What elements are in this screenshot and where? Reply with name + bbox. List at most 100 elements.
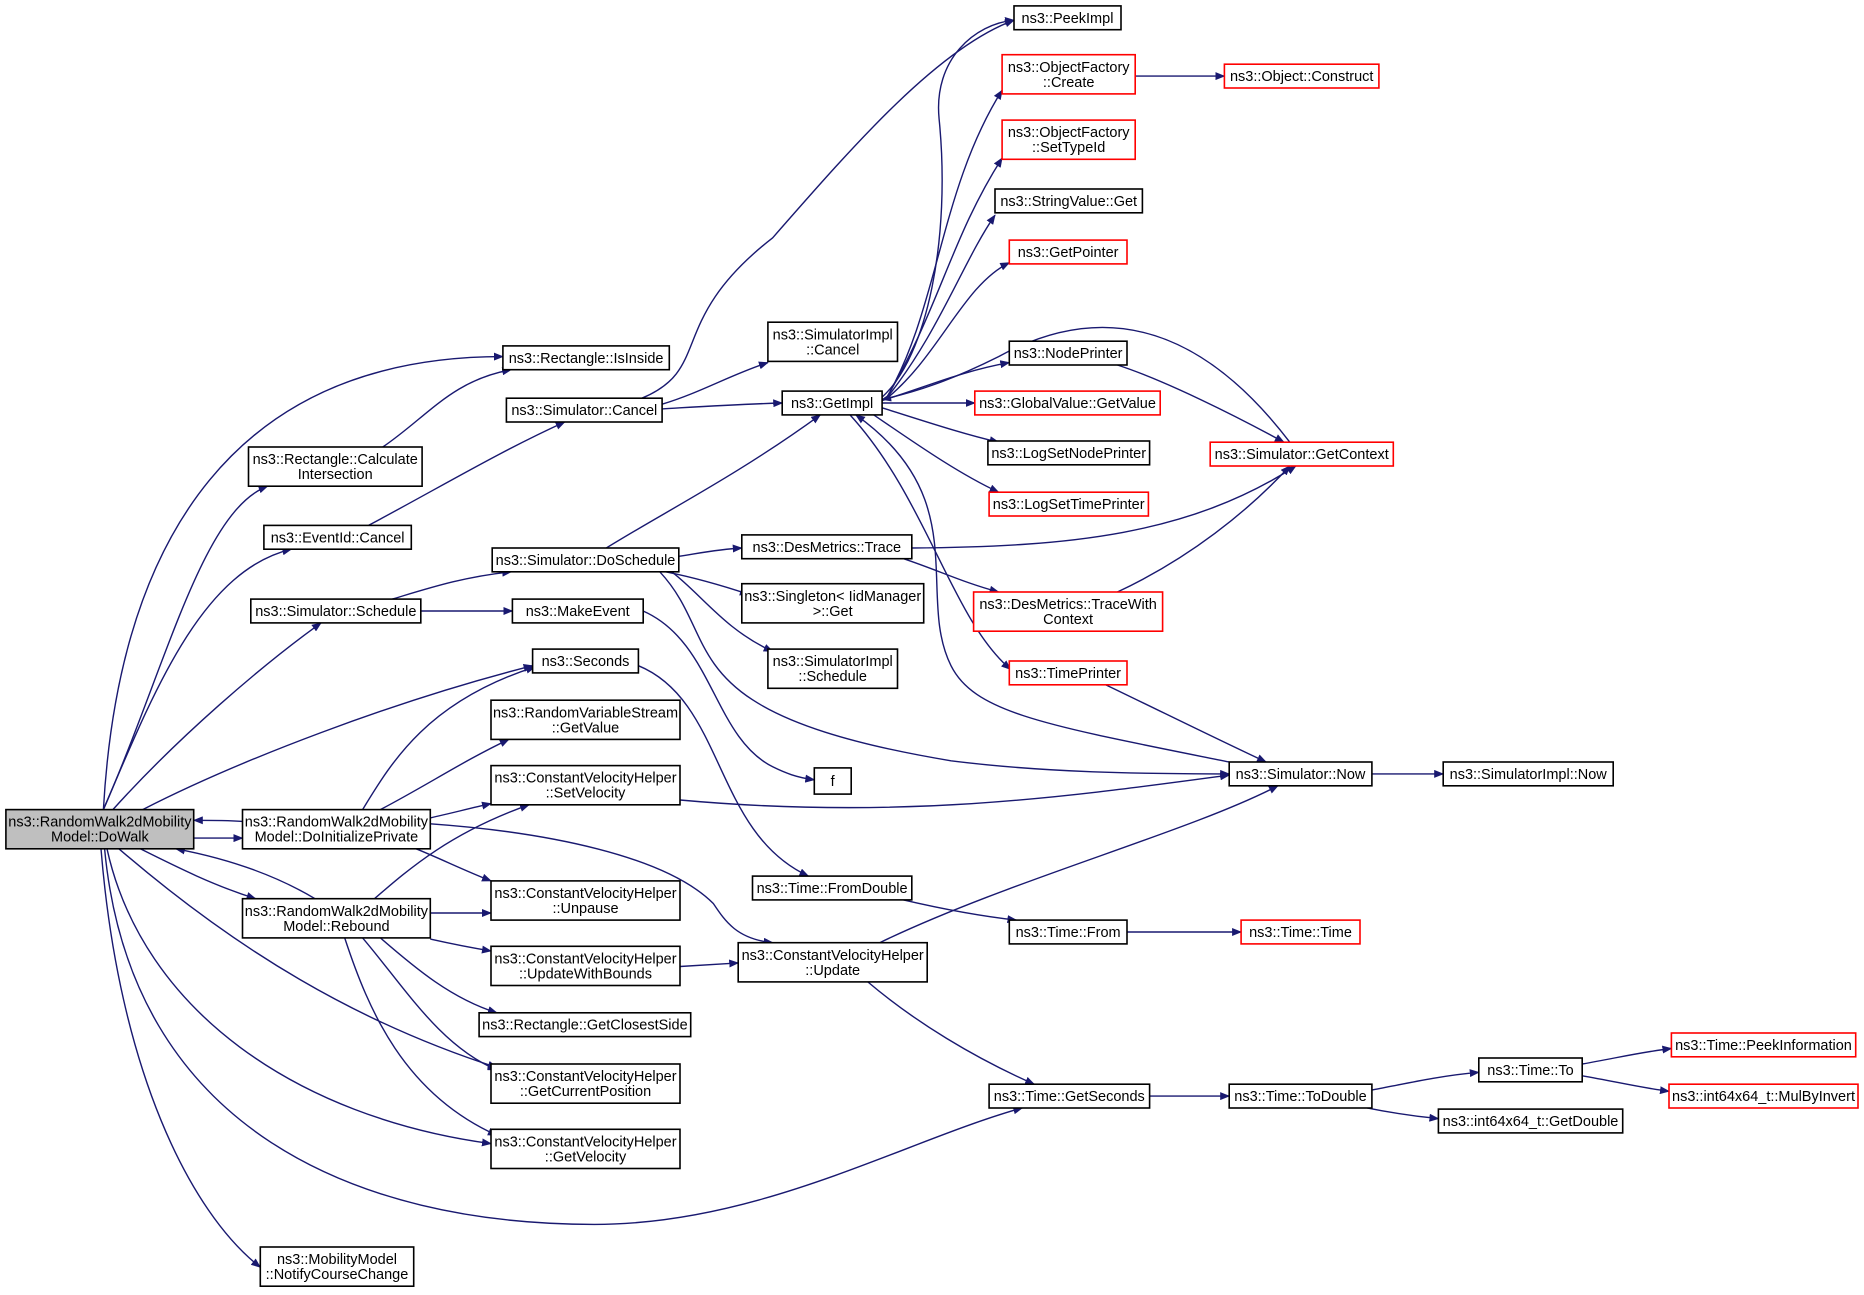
node-box[interactable] (1013, 5, 1122, 31)
node-doinit[interactable]: ns3::RandomWalk2dMobilityModel::DoInitia… (241, 808, 432, 850)
node-box[interactable] (1228, 1083, 1373, 1109)
node-getseconds[interactable]: ns3::Time::GetSeconds (988, 1083, 1151, 1109)
node-mulbyinvert[interactable]: ns3::int64x64_t::MulByInvert (1668, 1083, 1859, 1109)
node-box[interactable] (972, 591, 1164, 633)
node-box[interactable] (490, 945, 681, 987)
node-box[interactable] (1008, 239, 1128, 265)
node-peekimpl[interactable]: ns3::PeekImpl (1013, 5, 1122, 31)
node-timetime[interactable]: ns3::Time::Time (1240, 919, 1361, 945)
node-box[interactable] (751, 875, 913, 901)
node-box[interactable] (511, 598, 645, 624)
node-box[interactable] (531, 648, 640, 674)
node-box[interactable] (987, 440, 1151, 466)
node-getvel[interactable]: ns3::ConstantVelocityHelper::GetVelocity (490, 1128, 681, 1170)
node-simimplsched[interactable]: ns3::SimulatorImpl::Schedule (767, 648, 899, 690)
node-box[interactable] (1223, 63, 1380, 89)
node-ofcreate[interactable]: ns3::ObjectFactory::Create (1001, 53, 1136, 95)
node-simschedule[interactable]: ns3::Simulator::Schedule (250, 598, 422, 624)
node-box[interactable] (737, 941, 929, 983)
node-box[interactable] (1008, 919, 1128, 945)
node-isinside[interactable]: ns3::Rectangle::IsInside (502, 345, 671, 371)
node-cvhupdate[interactable]: ns3::ConstantVelocityHelper::Update (737, 941, 929, 983)
node-gvgetvalue[interactable]: ns3::GlobalValue::GetValue (973, 390, 1161, 416)
node-dosched[interactable]: ns3::Simulator::DoSchedule (491, 547, 680, 573)
node-box[interactable] (250, 598, 422, 624)
node-setvel[interactable]: ns3::ConstantVelocityHelper::SetVelocity (490, 764, 681, 806)
node-box[interactable] (247, 446, 423, 488)
node-box[interactable] (490, 699, 681, 741)
node-box[interactable] (740, 582, 925, 624)
node-box[interactable] (1001, 119, 1136, 161)
node-box[interactable] (490, 1063, 681, 1105)
node-notify[interactable]: ns3::MobilityModel::NotifyCourseChange (259, 1246, 415, 1288)
node-nodeprinter[interactable]: ns3::NodePrinter (1008, 340, 1128, 366)
node-timeprinter[interactable]: ns3::TimePrinter (1008, 660, 1128, 686)
node-box[interactable] (994, 188, 1144, 214)
node-getimpl[interactable]: ns3::GetImpl (781, 390, 883, 416)
node-simimplnow[interactable]: ns3::SimulatorImpl::Now (1442, 761, 1614, 787)
node-f[interactable]: f (813, 767, 852, 795)
node-makeevent[interactable]: ns3::MakeEvent (511, 598, 645, 624)
node-box[interactable] (478, 1011, 692, 1038)
node-box[interactable] (1670, 1032, 1857, 1058)
node-box[interactable] (1478, 1057, 1584, 1083)
node-destrace[interactable]: ns3::DesMetrics::Trace (740, 534, 913, 560)
node-box[interactable] (263, 524, 413, 551)
node-fromdouble[interactable]: ns3::Time::FromDouble (751, 875, 913, 901)
node-simcancel[interactable]: ns3::Simulator::Cancel (505, 397, 663, 423)
node-box[interactable] (490, 1128, 681, 1170)
node-box[interactable] (1442, 761, 1614, 787)
node-box[interactable] (813, 767, 852, 795)
node-box[interactable] (1008, 660, 1128, 686)
node-timeto[interactable]: ns3::Time::To (1478, 1057, 1584, 1083)
node-box[interactable] (1001, 53, 1136, 95)
node-box[interactable] (5, 808, 195, 850)
node-seconds[interactable]: ns3::Seconds (531, 648, 640, 674)
node-updbounds[interactable]: ns3::ConstantVelocityHelper::UpdateWithB… (490, 945, 681, 987)
node-logtime[interactable]: ns3::LogSetTimePrinter (988, 491, 1150, 517)
node-box[interactable] (491, 547, 680, 573)
node-simimplcancel[interactable]: ns3::SimulatorImpl::Cancel (767, 321, 899, 363)
node-getdouble[interactable]: ns3::int64x64_t::GetDouble (1437, 1108, 1624, 1134)
node-strget[interactable]: ns3::StringValue::Get (994, 188, 1144, 214)
node-closest[interactable]: ns3::Rectangle::GetClosestSide (478, 1011, 692, 1038)
node-getpointer[interactable]: ns3::GetPointer (1008, 239, 1128, 265)
node-box[interactable] (1228, 761, 1373, 787)
node-box[interactable] (988, 1083, 1151, 1109)
node-box[interactable] (259, 1246, 415, 1288)
node-box[interactable] (505, 397, 663, 423)
node-objconstruct[interactable]: ns3::Object::Construct (1223, 63, 1380, 89)
node-box[interactable] (767, 321, 899, 363)
node-box[interactable] (1437, 1108, 1624, 1134)
node-box[interactable] (490, 764, 681, 806)
node-box[interactable] (988, 491, 1150, 517)
node-peekinfo[interactable]: ns3::Time::PeekInformation (1670, 1032, 1857, 1058)
node-simnow[interactable]: ns3::Simulator::Now (1228, 761, 1373, 787)
node-timefrom[interactable]: ns3::Time::From (1008, 919, 1128, 945)
node-ofsettype[interactable]: ns3::ObjectFactory::SetTypeId (1001, 119, 1136, 161)
node-box[interactable] (490, 880, 681, 921)
node-box[interactable] (740, 534, 913, 560)
node-box[interactable] (241, 897, 432, 939)
node-box[interactable] (973, 390, 1161, 416)
node-curpos[interactable]: ns3::ConstantVelocityHelper::GetCurrentP… (490, 1063, 681, 1105)
node-box[interactable] (1668, 1083, 1859, 1109)
node-rvsget[interactable]: ns3::RandomVariableStream::GetValue (490, 699, 681, 741)
node-box[interactable] (502, 345, 671, 371)
node-getcontext[interactable]: ns3::Simulator::GetContext (1209, 441, 1395, 467)
node-eventcancel[interactable]: ns3::EventId::Cancel (263, 524, 413, 551)
node-box[interactable] (1008, 340, 1128, 366)
node-box[interactable] (1240, 919, 1361, 945)
node-box[interactable] (781, 390, 883, 416)
node-box[interactable] (767, 648, 899, 690)
node-singleton[interactable]: ns3::Singleton< IidManager>::Get (740, 582, 925, 624)
node-box[interactable] (241, 808, 432, 850)
node-unpause[interactable]: ns3::ConstantVelocityHelper::Unpause (490, 880, 681, 921)
node-todouble[interactable]: ns3::Time::ToDouble (1228, 1083, 1373, 1109)
node-box[interactable] (1209, 441, 1395, 467)
node-lognode[interactable]: ns3::LogSetNodePrinter (987, 440, 1151, 466)
